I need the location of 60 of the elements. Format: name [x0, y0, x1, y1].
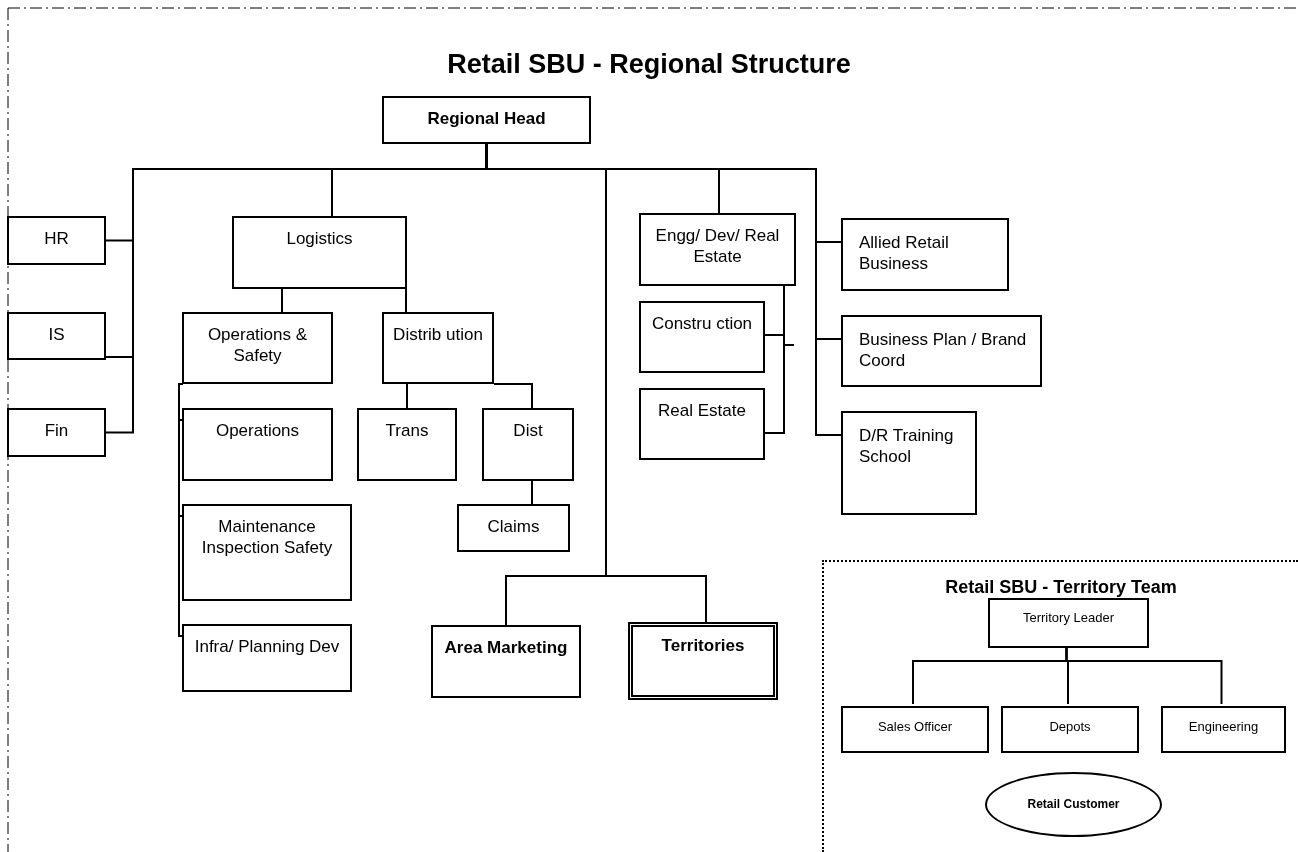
- org-box: [357, 408, 457, 481]
- box-label: Sales Officer: [877, 719, 953, 736]
- box-label: Engineering: [1188, 719, 1259, 736]
- org-box: [457, 504, 570, 552]
- box-label: Area Marketing: [444, 637, 568, 659]
- org-box: [988, 598, 1149, 648]
- org-box: [182, 408, 333, 481]
- box-label: HR: [44, 228, 69, 250]
- box-label: Engg/ Dev/ Real Estate: [654, 225, 781, 268]
- org-box: [382, 96, 591, 144]
- connector-line: [281, 288, 283, 313]
- org-box: [841, 411, 977, 515]
- org-box: [431, 625, 581, 698]
- box-label: IS: [48, 324, 65, 346]
- org-box: [482, 408, 574, 481]
- team-panel: [822, 560, 1298, 852]
- org-box: [841, 706, 989, 753]
- box-label: D/R Training School: [859, 425, 955, 468]
- box-label: Territory Leader: [1022, 610, 1114, 627]
- org-box: [628, 622, 778, 700]
- org-box: [639, 301, 765, 373]
- org-box: [182, 624, 352, 692]
- box-label: Real Estate: [658, 400, 746, 422]
- org-box: [1001, 706, 1139, 753]
- box-label: Constru ction: [651, 313, 753, 335]
- diagram-title: Retail SBU - Regional Structure: [447, 48, 851, 81]
- box-label: Allied Retail Business: [859, 232, 950, 275]
- box-label: Logistics: [286, 228, 353, 250]
- org-box: [1161, 706, 1286, 753]
- org-box: [639, 388, 765, 460]
- box-label: Depots: [1049, 719, 1091, 736]
- org-box: [7, 312, 106, 360]
- box-label: Dist: [513, 420, 543, 442]
- org-box: [382, 312, 494, 384]
- org-box: [182, 312, 333, 384]
- org-box: [841, 218, 1009, 291]
- box-label: Infra/ Planning Dev: [194, 636, 340, 658]
- connector-line: [405, 288, 407, 313]
- org-box: [232, 216, 407, 289]
- connector-line: [493, 383, 533, 409]
- box-label: Territories: [661, 635, 745, 657]
- connector-line: [764, 285, 785, 434]
- org-box: [7, 408, 106, 457]
- box-label: Fin: [44, 420, 69, 442]
- org-box: [841, 315, 1042, 387]
- box-label: Maintenance Inspection Safety: [200, 516, 334, 559]
- box-label: Trans: [385, 420, 429, 442]
- box-label: Regional Head: [427, 108, 546, 130]
- box-label: Business Plan / Brand Coord: [859, 329, 1028, 372]
- org-box: [7, 216, 106, 265]
- connector-line: [406, 383, 408, 409]
- org-box: [182, 504, 352, 601]
- box-label: Operations: [215, 420, 300, 442]
- box-label: Operations & Safety: [206, 324, 309, 367]
- org-box: [639, 213, 796, 286]
- panel-heading: Retail SBU - Territory Team: [945, 576, 1177, 599]
- connector-line: [531, 480, 533, 505]
- box-label: Retail Customer: [1027, 797, 1120, 812]
- box-label: Claims: [487, 516, 540, 538]
- box-label: Distrib ution: [393, 324, 483, 346]
